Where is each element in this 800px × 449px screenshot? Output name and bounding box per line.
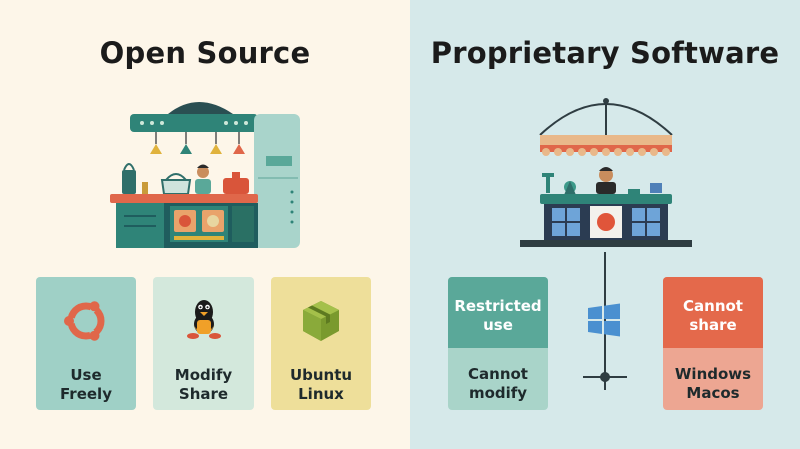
ubuntu-logo-icon (60, 295, 112, 347)
card-restricted-use: Restricted use Cannot modify (448, 277, 548, 410)
card-restricted-use-top (448, 277, 548, 348)
card-cannot-share-line1: Cannot (683, 297, 743, 315)
card-use-freely-line2: Freely (60, 385, 112, 403)
open-source-title: Open Source (99, 36, 311, 70)
card-cannot-share: Cannot share Windows Macos (663, 277, 763, 410)
card-cannot-modify-line1: Cannot (468, 365, 528, 383)
card-ubuntu-linux: Ubuntu Linux (271, 277, 371, 410)
tux-penguin-icon (180, 294, 228, 342)
proprietary-title: Proprietary Software (430, 36, 780, 70)
card-modify-share-line1: Modify (174, 366, 233, 384)
card-ubuntu-linux-line2: Linux (298, 385, 344, 403)
card-restricted-use-line2: use (483, 316, 513, 334)
shop-counter-illustration (520, 95, 692, 255)
windows-logo-icon (586, 302, 622, 338)
card-cannot-share-top (663, 277, 763, 348)
card-use-freely-line1: Use (70, 366, 102, 384)
card-modify-share-line2: Share (178, 385, 229, 403)
card-ubuntu-linux-line1: Ubuntu (289, 366, 353, 384)
card-use-freely: Use Freely (36, 277, 136, 410)
package-box-icon (297, 297, 345, 345)
card-windows-macos-line2: Macos (686, 384, 740, 402)
card-cannot-share-line2: share (689, 316, 737, 334)
open-kitchen-illustration (108, 96, 303, 252)
card-restricted-use-line1: Restricted (454, 297, 542, 315)
card-cannot-modify-line2: modify (468, 384, 528, 402)
connector-node (600, 372, 610, 382)
card-modify-share: Modify Share (153, 277, 254, 410)
card-windows-macos-line1: Windows (674, 365, 752, 383)
